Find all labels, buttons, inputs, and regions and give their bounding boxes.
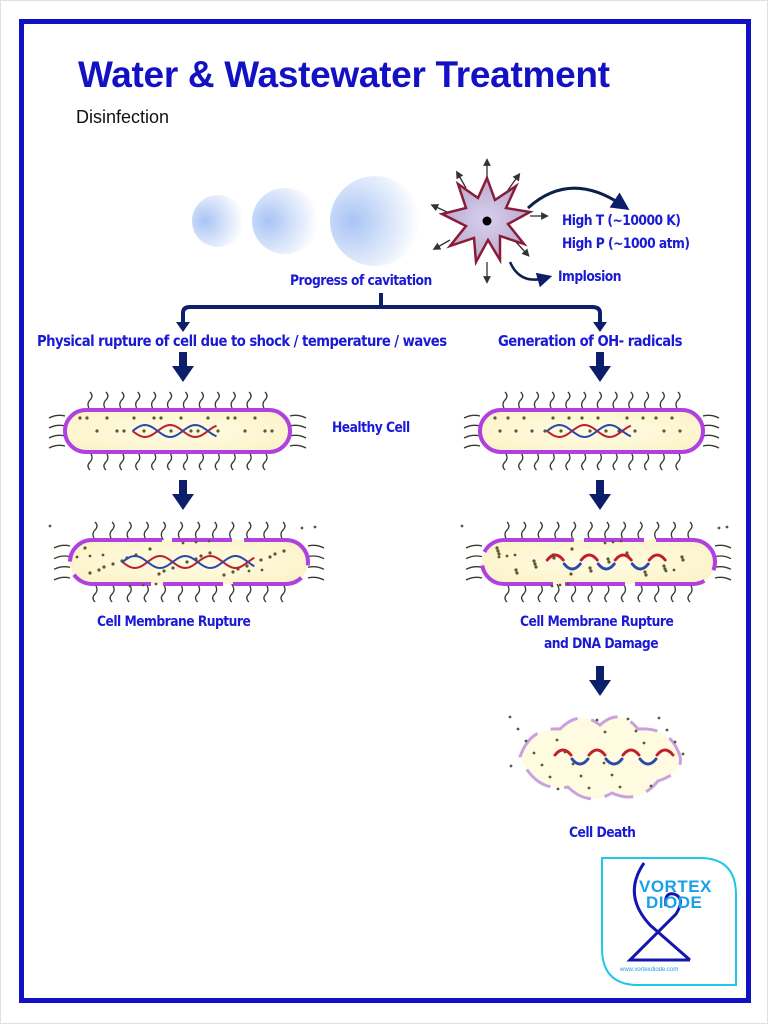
high-temperature-label: High T (~10000 K)	[562, 213, 681, 229]
ruptured-cell-right	[460, 521, 732, 603]
arrow-left-branch	[176, 322, 190, 332]
page-title: Water & Wastewater Treatment	[78, 54, 610, 95]
arrow-right-3	[589, 666, 611, 696]
ruptured-cell-left	[48, 521, 325, 603]
progress-of-cavitation-label: Progress of cavitation	[290, 273, 432, 289]
bubble-medium	[252, 188, 318, 254]
cell-membrane-rupture-label: Cell Membrane Rupture	[97, 614, 251, 630]
high-pressure-label: High P (~1000 atm)	[562, 236, 690, 252]
cell-death-label: Cell Death	[569, 825, 636, 841]
down-arrows	[172, 352, 611, 696]
arrow-right-2	[589, 480, 611, 510]
arrow-left-2	[172, 480, 194, 510]
implosion-curved-arrow	[508, 261, 553, 288]
arrow-right-branch	[593, 322, 607, 332]
membrane-rupture-dna-damage-label-2: and DNA Damage	[544, 636, 659, 652]
bubble-large	[330, 176, 420, 266]
dead-cell	[508, 715, 685, 801]
logo-text-diode: DIODE	[646, 893, 703, 912]
implosion-label: Implosion	[558, 269, 621, 285]
healthy-cell-right	[463, 391, 720, 471]
right-branch-heading: Generation of OH- radicals	[498, 332, 683, 350]
arrow-left-1	[172, 352, 194, 382]
vortex-diode-logo	[601, 857, 737, 986]
left-branch-heading: Physical rupture of cell due to shock / …	[37, 332, 447, 350]
bubble-small	[192, 195, 244, 247]
arrow-right-1	[589, 352, 611, 382]
membrane-rupture-dna-damage-label-1: Cell Membrane Rupture	[520, 614, 674, 630]
heat-pressure-curved-arrow	[526, 186, 630, 211]
logo-text-vortex: VORTEX	[639, 877, 712, 896]
logo-url: www.vortexdiode.com	[620, 967, 679, 973]
healthy-cell-left	[48, 391, 307, 471]
branch-connector	[181, 293, 602, 325]
page-subtitle: Disinfection	[76, 107, 170, 127]
healthy-cell-label: Healthy Cell	[332, 420, 410, 436]
implosion-burst-icon	[430, 158, 549, 284]
cavitation-bubbles	[192, 176, 420, 266]
